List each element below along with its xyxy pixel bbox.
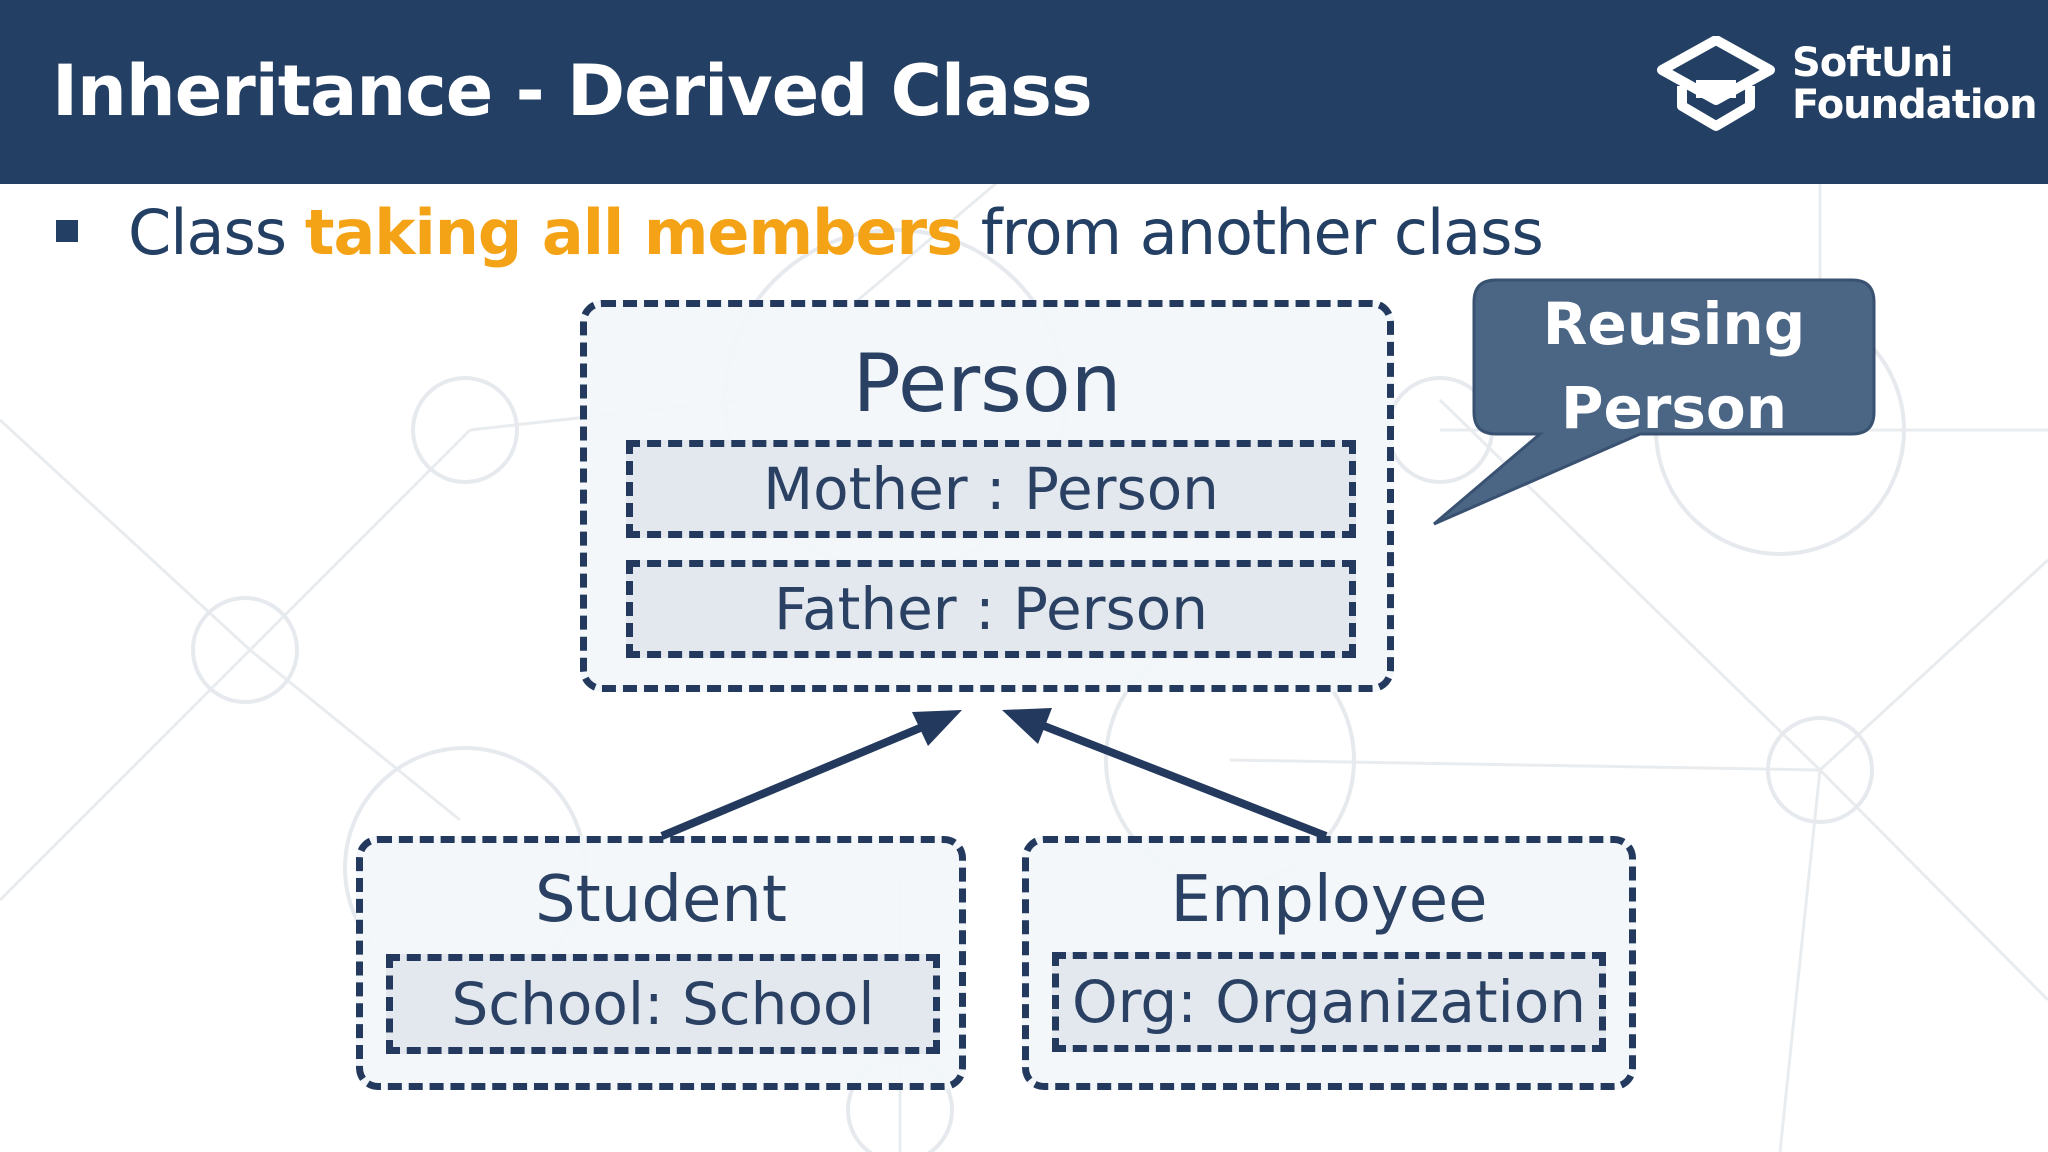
reusing-person-callout-text: Reusing Person (1542, 290, 1806, 442)
softuni-logo-text: SoftUni Foundation (1792, 40, 2038, 128)
bullet-text-highlight: taking all members (304, 196, 963, 269)
softuni-logo-icon (1657, 36, 1775, 131)
logo-line-2: Foundation (1792, 82, 2038, 128)
slide-title: Inheritance - Derived Class (52, 50, 1093, 132)
person-member-mother: Mother : Person (626, 440, 1356, 538)
employee-class-title: Employee (1170, 863, 1488, 937)
square-bullet-icon (56, 220, 78, 242)
student-member-school: School: School (386, 954, 940, 1054)
header-bar: Inheritance - Derived Class SoftUni Foun… (0, 0, 2048, 184)
logo-line-1: SoftUni (1792, 40, 1953, 86)
bullet-text-after: from another class (962, 196, 1544, 269)
employee-member-org: Org: Organization (1052, 952, 1606, 1052)
person-class-title: Person (852, 337, 1122, 430)
bullet-text-before: Class (128, 196, 305, 269)
person-member-father: Father : Person (626, 560, 1356, 658)
bullet-text: Class taking all members from another cl… (128, 196, 1544, 269)
student-class-title: Student (535, 863, 787, 937)
